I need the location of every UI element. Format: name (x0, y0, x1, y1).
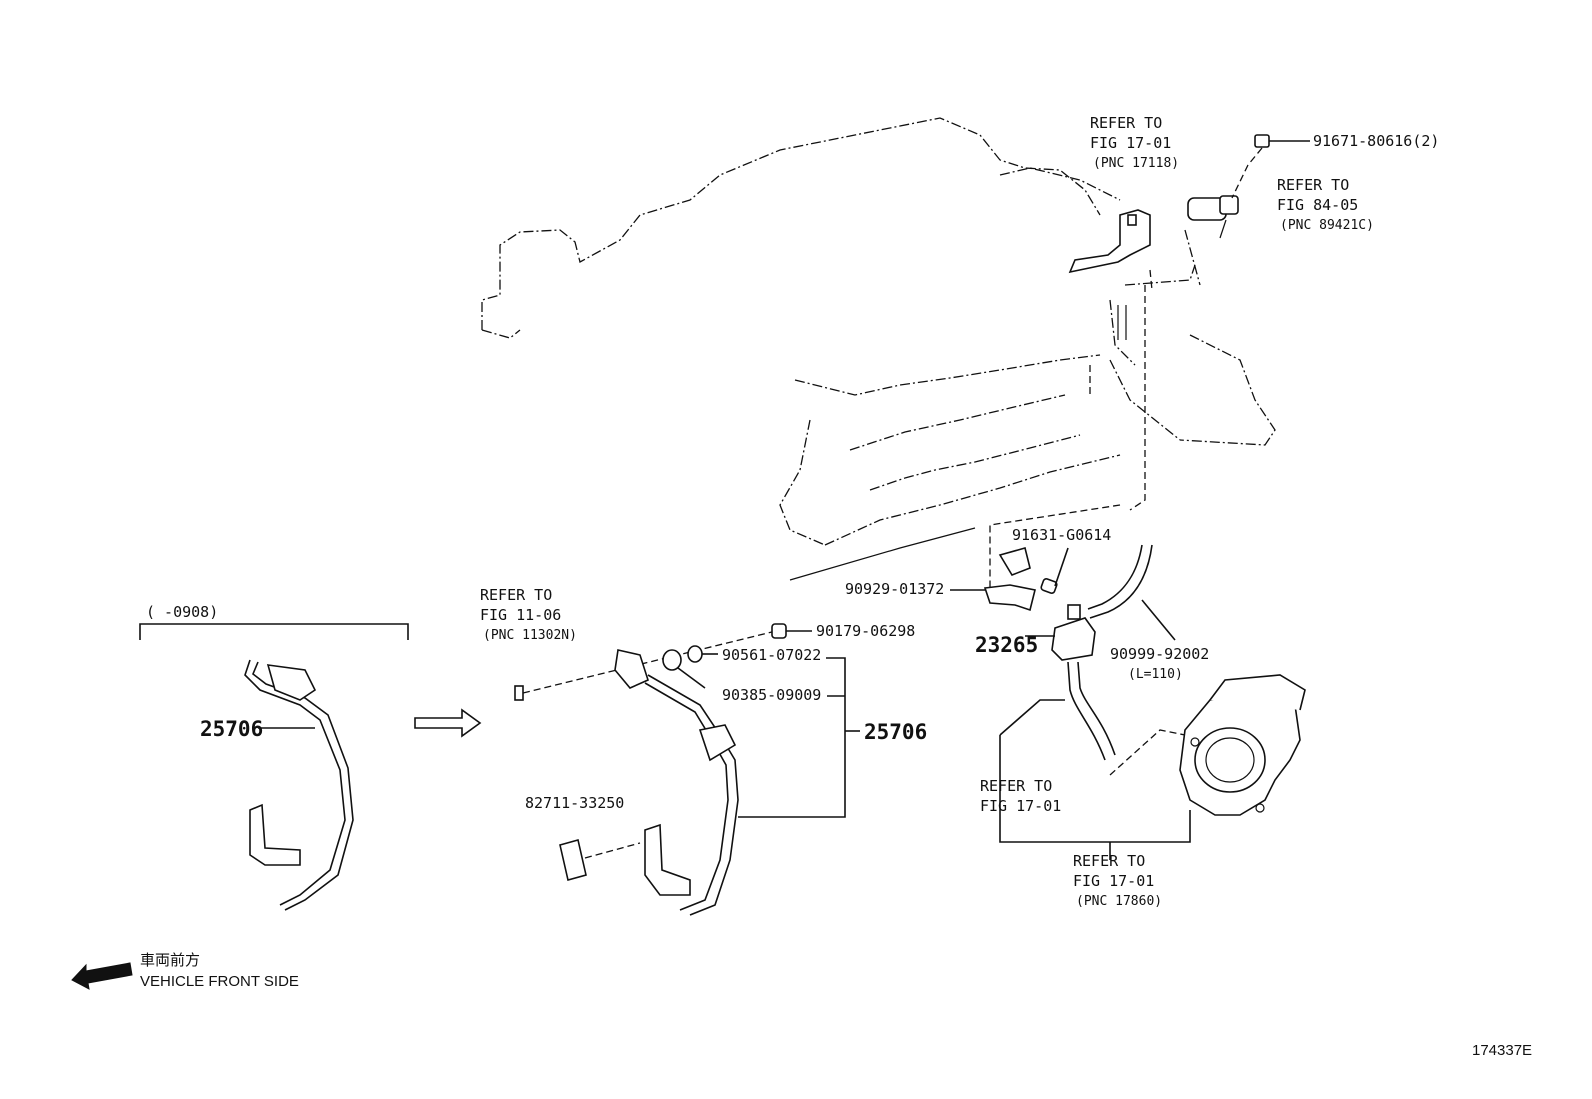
hose-90999-label: 90999-92002 (1110, 645, 1209, 663)
sensor-89421c-shape (1187, 195, 1239, 239)
refer-bracket-upper (999, 699, 1065, 736)
callout-bracket-25706 (738, 657, 846, 818)
washer-90561-shape (687, 645, 718, 663)
refer-89421c-line3: (PNC 89421C) (1280, 218, 1374, 233)
refer-17118-line3: (PNC 17118) (1093, 156, 1179, 171)
nut-90179-label: 90179-06298 (816, 622, 915, 640)
hose-90999-shape (1087, 544, 1176, 641)
clamp-90929-shape (950, 547, 1036, 612)
vsv-23265-shape (1025, 604, 1096, 661)
stud-11302n-shape (514, 629, 781, 701)
pipe-25706-right-shape (614, 649, 739, 916)
figure-id-label: 174337E (1472, 1042, 1532, 1059)
guide-line-upper (1129, 285, 1146, 511)
refer-1701-left-line2: FIG 17-01 (980, 797, 1061, 815)
pipe-25706-right-label: 25706 (864, 720, 927, 744)
bolt-91671-shape (1231, 134, 1310, 199)
bolt-91631-label: 91631-G0614 (1012, 526, 1111, 544)
hose-length-label: (L=110) (1128, 667, 1183, 682)
refer-11302n-line2: FIG 11-06 (480, 606, 561, 624)
refer-17860-line3: (PNC 17860) (1076, 894, 1162, 909)
front-arrow-icon (71, 962, 133, 990)
refer-11302n-line3: (PNC 11302N) (483, 628, 577, 643)
bracket-17118-shape (1068, 209, 1151, 274)
hose-lower-shape (1067, 661, 1186, 776)
transition-arrow-icon (414, 708, 482, 738)
date-range-bracket (139, 623, 409, 640)
refer-bracket-lower (999, 735, 1191, 843)
refer-17860-line2: FIG 17-01 (1073, 872, 1154, 890)
collar-90385-label: 90385-09009 (722, 686, 821, 704)
bolt-91671-label: 91671-80616(2) (1313, 132, 1439, 150)
clip-82711-label: 82711-33250 (525, 794, 624, 812)
bolt-91631-shape (1040, 547, 1069, 594)
refer-89421c-line2: FIG 84-05 (1277, 196, 1358, 214)
date-range-label: ( -0908) (146, 603, 218, 621)
refer-17118-line2: FIG 17-01 (1090, 134, 1171, 152)
vsv-23265-label: 23265 (975, 633, 1038, 657)
orientation-en-label: VEHICLE FRONT SIDE (140, 973, 299, 990)
throttle-body-shape (1179, 674, 1306, 816)
pipe-25706-left-label: 25706 (200, 717, 263, 741)
guide-line-upper-2 (1149, 269, 1153, 291)
refer-89421c-line1: REFER TO (1277, 176, 1349, 194)
refer-17860-line1: REFER TO (1073, 852, 1145, 870)
pipe-25706-left-shape (244, 659, 354, 911)
refer-1701-left-line1: REFER TO (980, 777, 1052, 795)
refer-17118-line1: REFER TO (1090, 114, 1162, 132)
washer-90561-label: 90561-07022 (722, 646, 821, 664)
refer-11302n-line1: REFER TO (480, 586, 552, 604)
collar-90385-shape (662, 649, 706, 689)
nut-90179-shape (771, 623, 812, 639)
orientation-jp-label: 車両前方 (140, 952, 200, 969)
engine-outline (481, 117, 1276, 581)
clip-82711-shape (559, 839, 641, 881)
clamp-90929-label: 90929-01372 (845, 580, 944, 598)
guide-line-clamp (989, 504, 1121, 590)
